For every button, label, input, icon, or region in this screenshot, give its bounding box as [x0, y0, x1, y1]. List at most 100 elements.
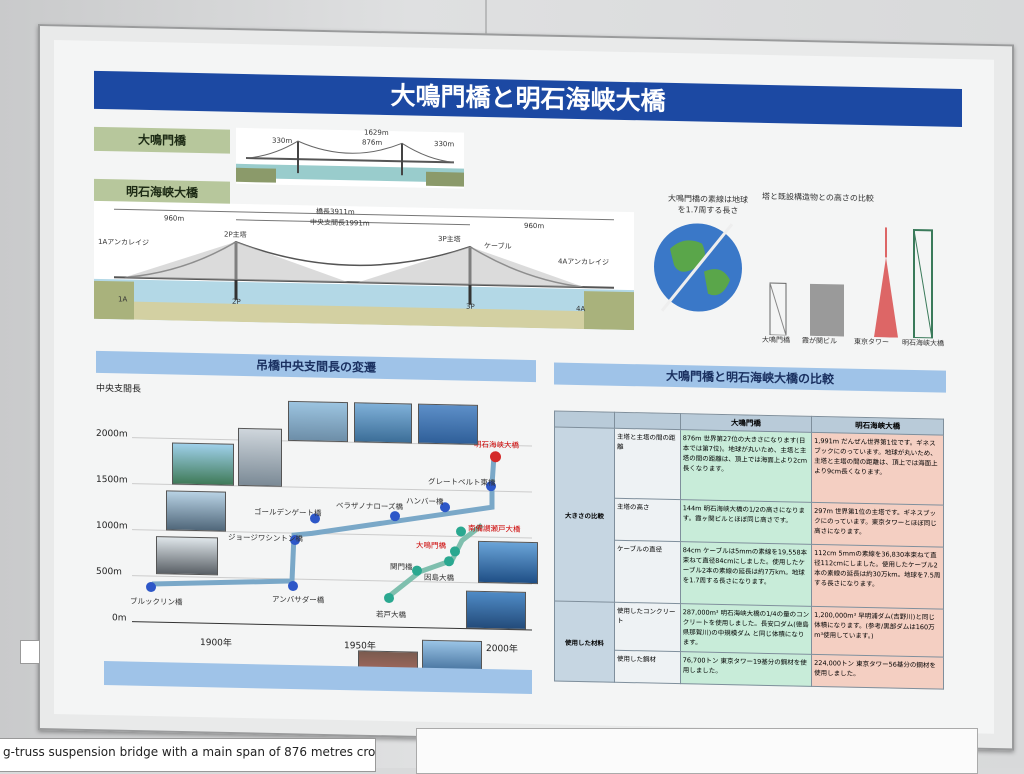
height-item-naruto: 大鳴門橋	[762, 335, 790, 345]
x-axis	[132, 621, 532, 631]
group-material: 使用した材料	[554, 600, 615, 683]
akashi-anchor-4a: 4Aアンカレイジ	[558, 257, 609, 267]
akashi-diagram	[94, 200, 634, 331]
point-ambassador	[288, 580, 298, 592]
point-brooklyn	[146, 581, 156, 593]
akashi-total-dimension	[114, 208, 614, 221]
globe-illustration	[654, 223, 742, 312]
naruto-deck	[246, 157, 454, 164]
cell-akashi-cable: 112cm 5mmの素線を36,830本束ねて直径112cmにしました。使用した…	[811, 544, 944, 610]
ytick-1000: 1000m	[96, 520, 128, 532]
cell-akashi-steel: 224,000トン 東京タワー56基分の鋼材を使用しました。	[811, 654, 944, 690]
photo-brooklyn	[156, 536, 218, 576]
globe-land-2	[704, 269, 730, 296]
photo-verrazano	[238, 427, 282, 487]
cell-naruto-concrete: 287,000m³ 明石海峡大橋の1/4の量のコンクリートを使用しました。長安口…	[680, 603, 812, 655]
naruto-center-span: 876m	[362, 138, 383, 147]
tokyo-tower-shape	[874, 257, 898, 338]
label-great-belt: グレートベルト東橋	[428, 476, 496, 488]
naruto-total-length: 1629m	[364, 128, 389, 138]
label-humber: ハンバー橋	[406, 496, 444, 507]
point-akashi	[490, 451, 501, 463]
height-item-tokyo-tower: 東京タワー	[854, 337, 889, 347]
row-label-cable: ケーブルの直径	[614, 540, 681, 604]
ytick-2000: 2000m	[96, 428, 128, 440]
label-golden-gate: ゴールデンゲート橋	[254, 507, 322, 518]
akashi-shore-right	[584, 291, 634, 331]
corner-sticker	[20, 640, 40, 664]
akashi-side-span-right: 960m	[524, 221, 545, 231]
akashi-tower-2p-label: 2P主塔	[224, 230, 247, 240]
photo-minami-bisan	[478, 540, 538, 585]
naruto-tower-outline	[769, 282, 787, 336]
row-label-tower: 主塔の高さ	[614, 498, 681, 542]
globe-cable-band	[660, 223, 734, 312]
cell-akashi-span: 1,991m だんぜん世界第1位です。ギネスブックにのっています。地球が丸いため…	[811, 432, 944, 506]
label-ambassador: アンバサダー橋	[272, 594, 325, 605]
naruto-side-span-left: 330m	[272, 136, 293, 145]
point-verrazano	[390, 511, 400, 522]
span-axis-label: 中央支間長	[96, 383, 142, 395]
cell-naruto-tower: 144m 明石海峡大橋の1/2の高さになります。霞ヶ関ビルとほぼ同じ高さです。	[680, 499, 812, 545]
row-label-concrete: 使用したコンクリート	[614, 602, 681, 652]
ytick-0: 0m	[112, 613, 127, 624]
kasumigaseki-building	[810, 283, 844, 337]
point-minami-bisan	[456, 526, 466, 537]
photo-golden-gate	[172, 442, 234, 486]
akashi-seabed	[134, 301, 584, 330]
globe-land-1	[670, 240, 705, 272]
akashi-tower-3p-label: 3P主塔	[438, 235, 461, 244]
naruto-shore-left	[236, 167, 276, 183]
xtick-1900: 1900年	[200, 638, 232, 649]
xtick-2000: 2000年	[486, 644, 518, 655]
akashi-shore-left	[94, 280, 134, 320]
naruto-shore-right	[426, 171, 464, 187]
header-corner	[554, 410, 615, 429]
label-akashi: 明石海峡大橋	[474, 439, 519, 450]
comparison-table: 大鳴門橋 明石海峡大橋 大きさの比較 主塔と主塔の間の距離 876m 世界第27…	[554, 410, 944, 690]
label-brooklyn: ブルックリン橋	[130, 596, 183, 607]
akashi-hangers-right	[358, 246, 584, 288]
label-naruto: 大鳴門橋	[416, 540, 446, 551]
group-size: 大きさの比較	[554, 426, 615, 603]
cell-naruto-steel: 76,700トン 東京タワー19基分の鋼材を使用しました。	[680, 651, 812, 687]
photo-humber	[288, 400, 348, 443]
akashi-tower-outline	[913, 228, 933, 339]
label-wakato: 若戸大橋	[376, 609, 406, 620]
naruto-cable	[245, 140, 455, 163]
naruto-water	[236, 163, 464, 183]
height-compare-drawing	[769, 227, 933, 339]
comparison-heading: 大鳴門橋と明石海峡大橋の比較	[554, 362, 946, 393]
naruto-side-span-right: 330m	[434, 139, 455, 149]
gridline-500	[132, 575, 532, 585]
label-kanmon: 関門橋	[390, 562, 413, 572]
akashi-side-span-left: 960m	[164, 214, 185, 223]
akashi-label-2p: 2P	[232, 297, 241, 306]
akashi-label-4a: 4A	[576, 304, 586, 314]
label-innoshima: 因島大橋	[424, 572, 454, 583]
akashi-label-3p: 3P	[466, 302, 475, 311]
akashi-tower-brace	[913, 229, 933, 339]
point-kanmon	[412, 565, 422, 576]
ytick-500: 500m	[96, 566, 122, 578]
akashi-total-length: 橋長3911m	[316, 207, 355, 217]
cell-akashi-concrete: 1,200,000m³ 早明浦ダム(吉野川)と同じ体積になります。(参考/黒部ダ…	[811, 606, 944, 658]
akashi-center-span: 中央支間長1991m	[310, 218, 370, 228]
naruto-bridge-drawing	[236, 140, 464, 187]
height-item-akashi: 明石海峡大橋	[902, 338, 944, 348]
naruto-diagram	[236, 127, 464, 189]
akashi-center-dimension	[236, 219, 470, 226]
label-george-washington: ジョージワシントン橋	[228, 532, 303, 544]
label-verrazano: ベラザノナローズ橋	[336, 500, 403, 512]
ytick-1500: 1500m	[96, 474, 128, 486]
english-caption-plaque: g-truss suspension bridge with a main sp…	[0, 738, 376, 772]
label-minami-bisan: 南備讃瀬戸大橋	[468, 523, 521, 534]
akashi-hangers-left	[124, 241, 348, 283]
height-item-kasumigaseki: 霞が関ビル	[802, 336, 837, 346]
cell-naruto-span: 876m 世界第27位の大きさになります(日本では第7位)。地球が丸いため、主塔…	[680, 429, 812, 503]
row-label-steel: 使用した鋼材	[614, 650, 681, 684]
point-wakato	[384, 592, 394, 604]
photo-george-washington	[166, 490, 226, 532]
header-label	[614, 412, 681, 430]
photo-naruto	[466, 590, 526, 630]
